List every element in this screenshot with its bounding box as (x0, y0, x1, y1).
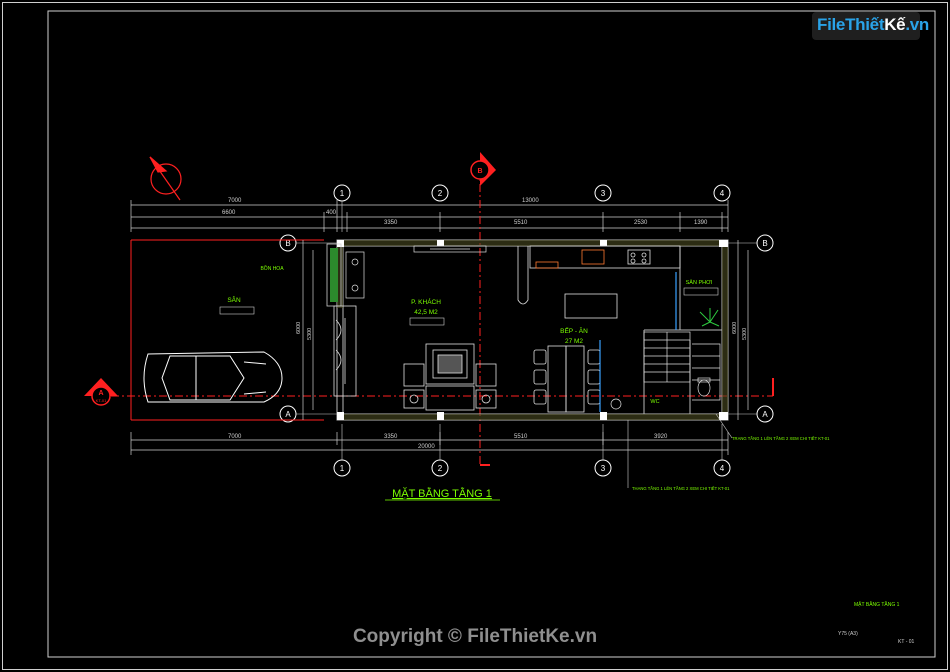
dim-top-400: 400 (326, 210, 337, 216)
label-drying-yard: SÂN PHƠI (686, 279, 713, 286)
dim-top-6600: 6600 (222, 210, 236, 216)
copyright-watermark: Copyright © FileThietKe.vn (352, 626, 598, 647)
label-kitchen-area: 27 M2 (565, 338, 583, 345)
title-block-sheet-name: MẶT BẰNG TẦNG 1 (854, 600, 900, 608)
shoe-cabinet (345, 251, 365, 299)
axis-3-bottom: 3 (601, 464, 606, 473)
dining-table (533, 293, 618, 413)
dim-top-3350: 3350 (384, 220, 398, 226)
window-lines (599, 272, 677, 412)
dim-top-2530: 2530 (634, 220, 648, 226)
title-block-scale: Y75 (A3) (838, 631, 858, 637)
svg-text:A: A (98, 390, 103, 397)
svg-text:B: B (477, 168, 482, 175)
dim-bottom-3920: 3920 (654, 434, 668, 440)
sofa-set (403, 343, 497, 411)
inner-frame (47, 10, 936, 658)
dim-right-5300: 5300 (742, 328, 748, 340)
yard-boundary (130, 239, 324, 421)
axis-a-right: A (762, 410, 768, 419)
axis-1-bottom: 1 (340, 464, 345, 473)
flower-box (326, 243, 342, 307)
level-tags (219, 287, 719, 326)
wc-fixtures (610, 377, 711, 410)
dim-bottom-20000: 20000 (418, 444, 435, 450)
top-dimensions (130, 200, 729, 232)
axis-4-top: 4 (720, 189, 725, 198)
dim-bottom-5510: 5510 (514, 434, 528, 440)
svg-text:KT-01: KT-01 (96, 398, 107, 403)
plant-icon (699, 308, 720, 327)
car-icon (143, 351, 283, 403)
dim-top-5510: 5510 (514, 220, 528, 226)
logo-badge-icon (812, 12, 920, 40)
kitchen-counter (517, 245, 681, 305)
dim-right-6000: 6000 (732, 322, 738, 334)
axis-leader-lines (296, 201, 757, 460)
label-wc: WC (650, 399, 659, 405)
axis-3-top: 3 (601, 189, 606, 198)
left-dimensions (302, 240, 749, 420)
dim-left-5300: 5300 (307, 328, 313, 340)
axis-2-bottom: 2 (438, 464, 443, 473)
note-stairs-1: TRANG TẦNG 1 LÊN TẦNG 2 XEM CHI TIẾT KT-… (732, 436, 830, 441)
axis-1-top: 1 (340, 189, 345, 198)
staircase (643, 331, 721, 401)
note-leaders (627, 413, 733, 488)
axis-b-left: B (285, 239, 290, 248)
dim-left-6000: 6000 (296, 322, 302, 334)
note-stairs-2: THANG TẦNG 1 LÊN TẦNG 2 XEM CHI TIẾT KT-… (632, 486, 730, 491)
bottom-dimensions (130, 432, 729, 455)
drawing-title: MẶT BẰNG TẰNG 1 (392, 487, 492, 500)
label-living-name: P. KHÁCH (411, 297, 441, 306)
label-living-area: 42,5 M2 (414, 309, 438, 316)
axis-b-right: B (762, 239, 767, 248)
axis-4-bottom: 4 (720, 464, 725, 473)
dim-top-1390: 1390 (694, 220, 708, 226)
building-walls (336, 239, 729, 421)
dim-top-overall: 13000 (522, 198, 539, 204)
north-arrow-icon (149, 156, 182, 201)
dim-bottom-7000: 7000 (228, 434, 242, 440)
axis-a-left: A (285, 410, 291, 419)
title-block-sheet-number: KT - 01 (898, 639, 915, 645)
section-marker-top-icon: B (470, 152, 496, 186)
section-marker-left-icon: A KT-01 (84, 378, 118, 406)
axis-2-top: 2 (438, 189, 443, 198)
dim-bottom-3350: 3350 (384, 434, 398, 440)
label-garden: SÂN (227, 295, 241, 304)
label-flower-box: BỒN HOA (260, 265, 284, 272)
tv-cabinet (413, 245, 487, 253)
front-doors (333, 305, 357, 397)
site-logo: FileThiếtKế.vn (817, 15, 930, 34)
label-kitchen-name: BẾP - ĂN (560, 325, 588, 335)
dim-top-left: 7000 (228, 198, 242, 204)
